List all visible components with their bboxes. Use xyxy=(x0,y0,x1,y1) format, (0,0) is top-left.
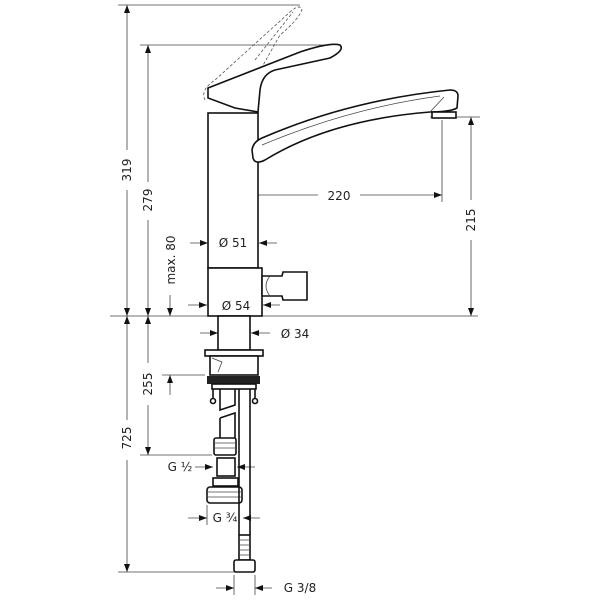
dim-d34-label: Ø 34 xyxy=(281,327,310,341)
spout xyxy=(251,89,459,163)
dimension-215: 215 xyxy=(464,117,478,316)
hose-nut-g-3-8 xyxy=(233,559,256,573)
dim-279-label: 279 xyxy=(141,189,155,212)
handle-raised-outline xyxy=(203,6,303,101)
aerator xyxy=(431,111,457,119)
side-valve xyxy=(261,271,308,301)
dimension-g-three-quarter: G ¾ xyxy=(188,505,260,525)
dim-g-3-4-label: G ¾ xyxy=(213,511,238,525)
thread-ring xyxy=(207,376,260,384)
hose-left xyxy=(219,389,236,440)
nut xyxy=(209,355,259,376)
dimension-g-half: G ½ xyxy=(168,460,255,474)
dim-255-label: 255 xyxy=(141,373,155,396)
dimension-725: 725 xyxy=(120,316,134,572)
mounting-assembly xyxy=(204,315,264,405)
dim-319-label: 319 xyxy=(120,159,134,182)
flange xyxy=(204,349,264,357)
dim-g-3-8-label: G 3/8 xyxy=(284,581,316,595)
dim-725-label: 725 xyxy=(120,427,134,450)
braided-hose xyxy=(238,534,251,561)
dimension-d34: Ø 34 xyxy=(200,327,309,341)
supply-hoses xyxy=(206,389,256,573)
fitting-g-half xyxy=(213,437,237,456)
dimension-279: 279 xyxy=(141,45,155,316)
faucet-body xyxy=(203,6,459,317)
dim-220-label: 220 xyxy=(328,189,351,203)
dim-g-half-label: G ½ xyxy=(168,460,193,474)
dimension-max-80: max. 80 xyxy=(164,235,178,395)
handle xyxy=(207,43,343,113)
shank xyxy=(217,315,251,351)
dim-215-label: 215 xyxy=(464,209,478,232)
dimension-220: 220 xyxy=(234,189,442,203)
dim-d54-label: Ø 54 xyxy=(222,299,251,313)
dimension-d51: Ø 51 xyxy=(190,236,277,250)
fitting-g-three-quarter xyxy=(206,486,243,504)
dimension-255: 255 xyxy=(141,316,155,455)
dimension-g-three-eighth: G 3/8 xyxy=(216,575,316,595)
dim-max80-label: max. 80 xyxy=(164,235,178,284)
dimension-319: 319 xyxy=(120,5,134,316)
dimension-d54: Ø 54 xyxy=(188,299,280,313)
dim-d51-label: Ø 51 xyxy=(219,236,248,250)
